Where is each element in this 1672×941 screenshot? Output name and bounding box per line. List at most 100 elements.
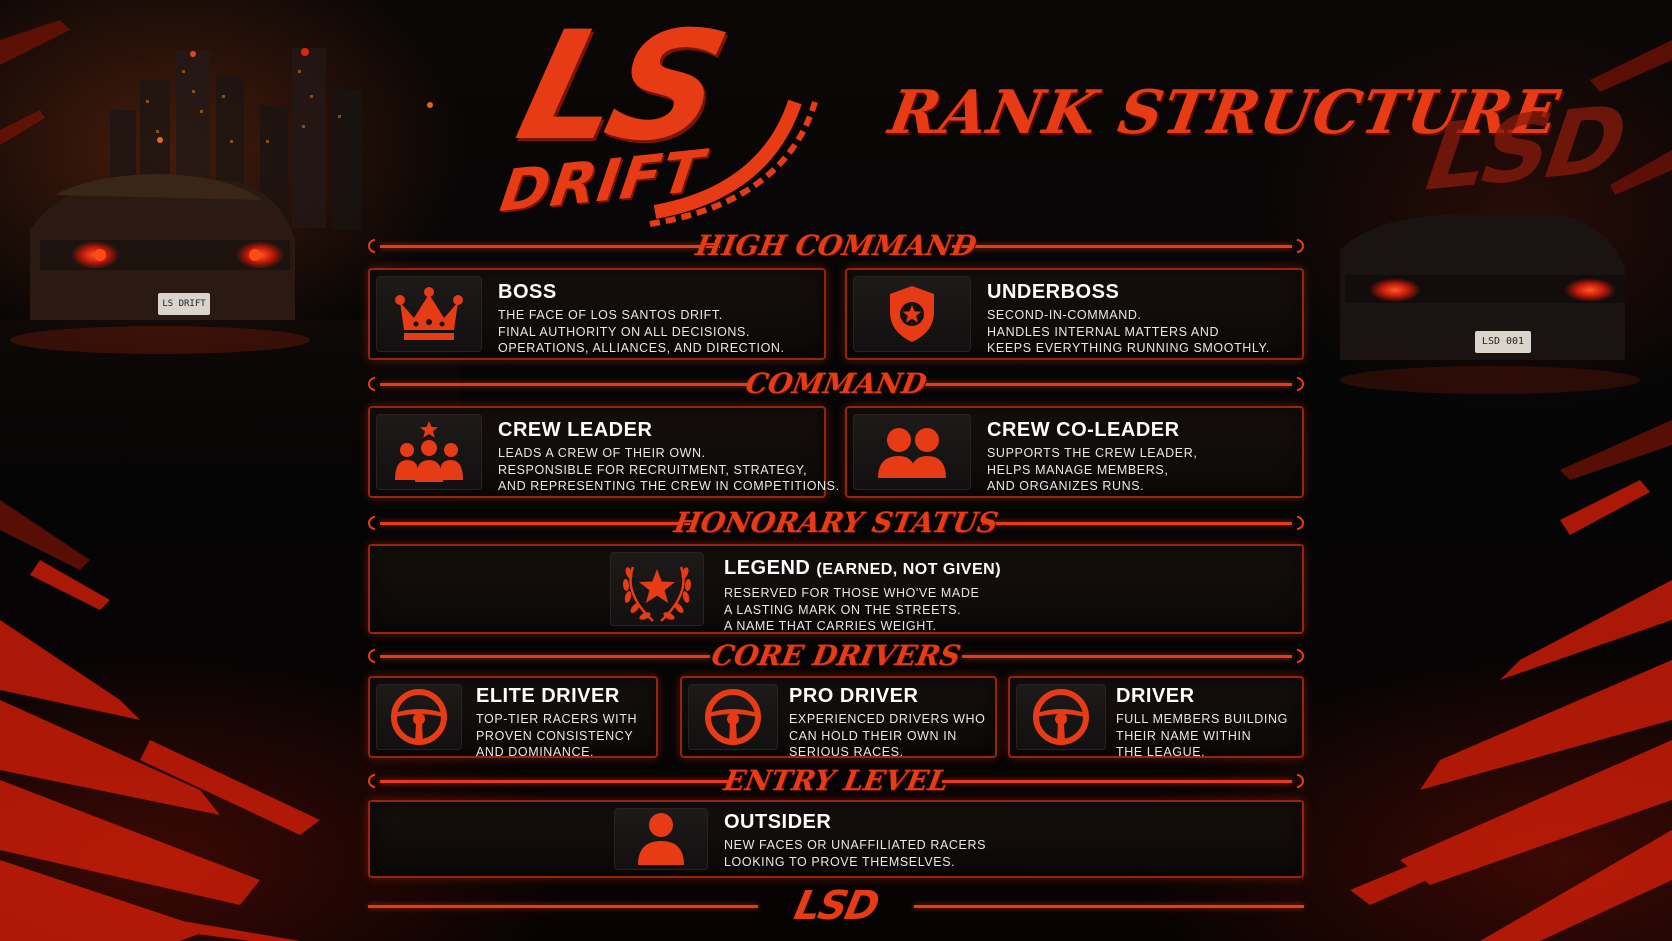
rank-description: TOP-TIER RACERS WITH PROVEN CONSISTENCY … — [476, 711, 637, 761]
rank-title-crew-leader: CREW LEADER — [498, 419, 653, 441]
desc-line: A NAME THAT CARRIES WEIGHT. — [724, 619, 937, 633]
divider-line-left — [380, 245, 720, 248]
rank-icon-box — [610, 552, 704, 626]
rank-text: PRO DRIVER EXPERIENCED DRIVERS WHO CAN H… — [789, 684, 985, 761]
desc-line: THE LEAGUE. — [1116, 745, 1206, 759]
rank-description: SECOND-IN-COMMAND. HANDLES INTERNAL MATT… — [987, 307, 1270, 357]
desc-line: AND DOMINANCE. — [476, 745, 595, 759]
desc-line: OPERATIONS, ALLIANCES, AND DIRECTION. — [498, 341, 785, 355]
rank-description: NEW FACES OR UNAFFILIATED RACERS LOOKING… — [724, 837, 986, 870]
divider-line-right — [962, 655, 1292, 658]
rank-card-boss: BOSS THE FACE OF LOS SANTOS DRIFT. FINAL… — [368, 268, 826, 360]
rank-text: CREW CO-LEADER SUPPORTS THE CREW LEADER,… — [987, 418, 1197, 495]
rank-title-underboss: UNDERBOSS — [987, 281, 1120, 303]
desc-line: SECOND-IN-COMMAND. — [987, 308, 1142, 322]
rank-text: LEGEND (EARNED, NOT GIVEN) RESERVED FOR … — [724, 556, 1001, 635]
rank-card-crew-leader: CREW LEADER LEADS A CREW OF THEIR OWN. R… — [368, 406, 839, 498]
desc-line: FULL MEMBERS BUILDING — [1116, 712, 1288, 726]
rank-icon-box — [688, 684, 778, 750]
rank-icon-box — [376, 684, 462, 750]
desc-line: THE FACE OF LOS SANTOS DRIFT. — [498, 308, 723, 322]
divider-line-left — [380, 780, 730, 783]
rank-card-driver: DRIVER FULL MEMBERS BUILDING THEIR NAME … — [1008, 676, 1304, 761]
desc-line: SERIOUS RACES. — [789, 745, 904, 759]
divider-line-left — [380, 522, 690, 525]
steering-wheel-icon — [1033, 689, 1089, 745]
rank-title-outsider: OUTSIDER — [724, 811, 832, 833]
rank-description: THE FACE OF LOS SANTOS DRIFT. FINAL AUTH… — [498, 307, 785, 357]
corner-watermark: LSD — [1420, 85, 1629, 212]
desc-line: SUPPORTS THE CREW LEADER, — [987, 446, 1198, 460]
section-divider-core: CORE DRIVERS — [365, 636, 1307, 676]
section-label-command: COMMAND — [743, 367, 930, 400]
rank-icon-box — [853, 414, 971, 490]
left-license-plate: LS DRIFT — [162, 299, 206, 309]
rank-title-crew-co-leader: CREW CO-LEADER — [987, 419, 1180, 441]
desc-line: HANDLES INTERNAL MATTERS AND — [987, 324, 1220, 339]
desc-line: CAN HOLD THEIR OWN IN — [789, 728, 957, 743]
desc-line: AND ORGANIZES RUNS. — [987, 479, 1145, 493]
rank-title-legend: LEGEND (EARNED, NOT GIVEN) — [724, 556, 1001, 582]
steering-wheel-icon — [391, 689, 447, 745]
right-car — [1340, 215, 1640, 394]
desc-line: NEW FACES OR UNAFFILIATED RACERS — [724, 838, 987, 852]
desc-line: KEEPS EVERYTHING RUNNING SMOOTHLY. — [987, 341, 1270, 355]
desc-line: HELPS MANAGE MEMBERS, — [987, 462, 1169, 477]
desc-line: LEADS A CREW OF THEIR OWN. — [498, 446, 706, 460]
rank-text: DRIVER FULL MEMBERS BUILDING THEIR NAME … — [1116, 684, 1288, 761]
desc-line: FINAL AUTHORITY ON ALL DECISIONS. — [498, 324, 751, 339]
section-label-core: CORE DRIVERS — [709, 639, 964, 672]
rank-icon-box — [376, 276, 482, 352]
rank-text: CREW LEADER LEADS A CREW OF THEIR OWN. R… — [498, 418, 840, 495]
rank-card-legend: LEGEND (EARNED, NOT GIVEN) RESERVED FOR … — [368, 544, 1304, 634]
desc-line: EXPERIENCED DRIVERS WHO — [789, 712, 986, 726]
rank-card-underboss: UNDERBOSS SECOND-IN-COMMAND. HANDLES INT… — [845, 268, 1304, 360]
group-star-icon — [395, 421, 463, 482]
desc-line: RESERVED FOR THOSE WHO'VE MADE — [724, 586, 980, 600]
divider-line-right — [922, 383, 1292, 386]
legend-title-text: LEGEND — [724, 557, 811, 579]
desc-line: AND REPRESENTING THE CREW IN COMPETITION… — [498, 479, 840, 493]
desc-line: LOOKING TO PROVE THEMSELVES. — [724, 854, 956, 869]
user-icon — [638, 813, 684, 865]
section-divider-honorary: HONORARY STATUS — [365, 503, 1307, 543]
rank-text: OUTSIDER NEW FACES OR UNAFFILIATED RACER… — [724, 810, 986, 870]
divider-line-left — [380, 655, 710, 658]
left-car — [10, 174, 310, 354]
rank-description: LEADS A CREW OF THEIR OWN. RESPONSIBLE F… — [498, 445, 840, 495]
brush-strokes-left-dark — [0, 20, 90, 570]
divider-line-right — [982, 522, 1292, 525]
brush-strokes-right-dark — [1560, 40, 1672, 480]
desc-line: PROVEN CONSISTENCY — [476, 728, 634, 743]
divider-line-left — [380, 383, 750, 386]
divider-line-right — [952, 245, 1292, 248]
tire-track-swoosh — [649, 99, 818, 227]
desc-line: RESPONSIBLE FOR RECRUITMENT, STRATEGY, — [498, 462, 808, 477]
section-label-honorary: HONORARY STATUS — [671, 506, 1001, 539]
divider-line-left — [368, 905, 758, 908]
rank-card-elite-driver: ELITE DRIVER TOP-TIER RACERS WITH PROVEN… — [368, 676, 658, 761]
rank-icon-box — [853, 276, 971, 352]
rank-text: BOSS THE FACE OF LOS SANTOS DRIFT. FINAL… — [498, 280, 785, 357]
rank-description: RESERVED FOR THOSE WHO'VE MADE A LASTING… — [724, 585, 1001, 635]
rank-card-outsider: OUTSIDER NEW FACES OR UNAFFILIATED RACER… — [368, 800, 1304, 878]
rank-description: FULL MEMBERS BUILDING THEIR NAME WITHIN … — [1116, 711, 1288, 761]
desc-line: TOP-TIER RACERS WITH — [476, 712, 638, 726]
crown-icon — [395, 287, 463, 340]
divider-line-right — [942, 780, 1292, 783]
rank-title-elite-driver: ELITE DRIVER — [476, 685, 620, 707]
section-divider-entry: ENTRY LEVEL — [365, 761, 1307, 801]
rank-description: EXPERIENCED DRIVERS WHO CAN HOLD THEIR O… — [789, 711, 985, 761]
laurel-star-icon — [622, 566, 692, 622]
shield-star-icon — [890, 286, 934, 342]
rank-text: UNDERBOSS SECOND-IN-COMMAND. HANDLES INT… — [987, 280, 1270, 357]
footer-logo: LSD — [790, 883, 882, 929]
section-label-entry: ENTRY LEVEL — [721, 764, 951, 797]
right-license-plate: LSD 001 — [1481, 336, 1525, 347]
footer-divider — [368, 886, 1304, 926]
section-divider-command: COMMAND — [365, 364, 1307, 404]
rank-icon-box — [376, 414, 482, 490]
rank-icon-box — [614, 808, 708, 870]
section-divider-high-command: HIGH COMMAND — [365, 226, 1307, 266]
